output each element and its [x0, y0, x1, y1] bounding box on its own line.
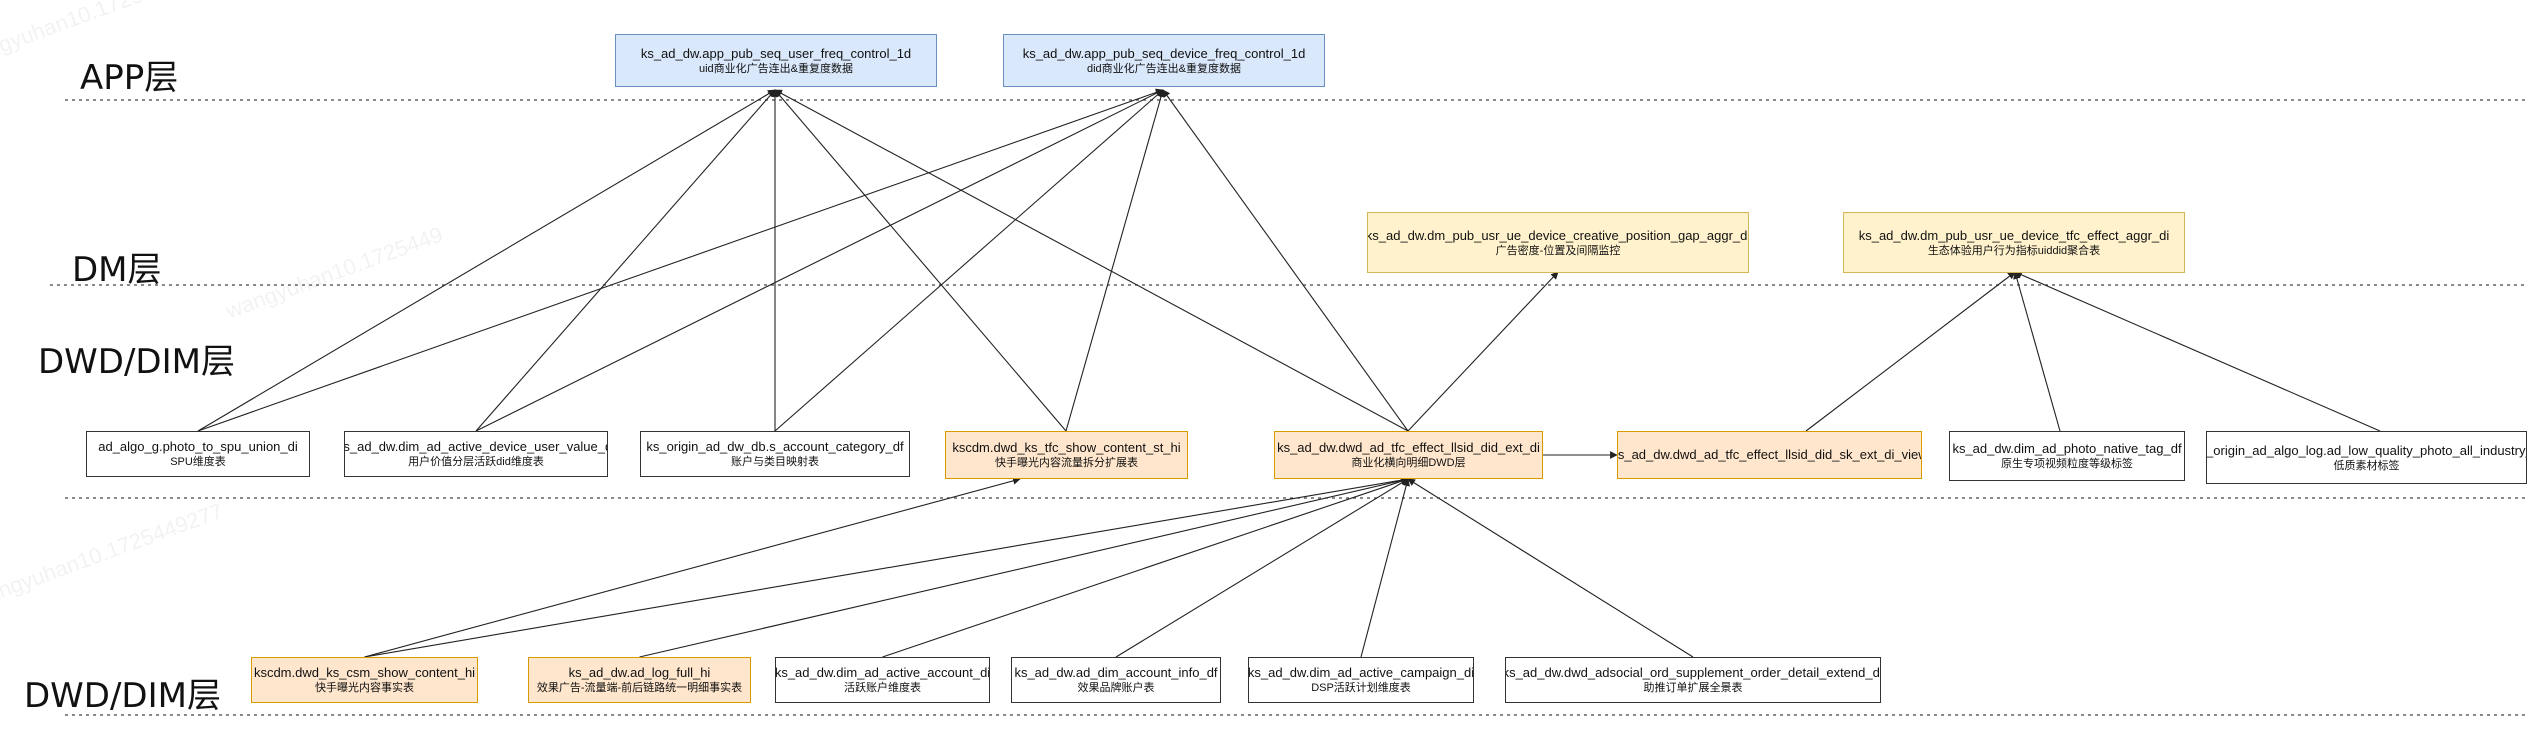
table-name: ks_ad_dw.dim_ad_photo_native_tag_df [1952, 441, 2182, 456]
table-node-m6[interactable]: ks_ad_dw.dwd_ad_tfc_effect_llsid_did_sk_… [1617, 431, 1922, 479]
layer-label-dwd-dim: DWD/DIM层 [38, 342, 235, 382]
table-node-dm2[interactable]: ks_ad_dw.dm_pub_usr_ue_device_tfc_effect… [1843, 212, 2185, 273]
table-node-b4[interactable]: ks_ad_dw.ad_dim_account_info_df 效果品牌账户表 [1011, 657, 1221, 703]
table-description: 账户与类目映射表 [731, 456, 819, 468]
table-name: ks_ad_dw.dwd_ad_tfc_effect_llsid_did_ext… [1277, 440, 1540, 455]
table-description: 生态体验用户行为指标uiddid聚合表 [1927, 244, 2101, 257]
edge-m8-to-dm2 [2014, 271, 2381, 432]
table-node-dm1[interactable]: ks_ad_dw.dm_pub_usr_ue_device_creative_p… [1367, 212, 1749, 273]
table-node-b2[interactable]: ks_ad_dw.ad_log_full_hi 效果广告-流量端-前后链路统一明细… [528, 657, 751, 703]
table-description: 快手曝光内容流量拆分扩展表 [995, 457, 1138, 469]
table-node-b3[interactable]: ks_ad_dw.dim_ad_active_account_di 活跃账户维度表 [775, 657, 990, 703]
edge-m1-to-app1 [197, 89, 776, 432]
table-name: ks_ad_dw.app_pub_seq_device_freq_control… [1022, 45, 1306, 61]
edge-b1-to-m4 [364, 477, 1021, 658]
layer-label-dwd-dim-base: DWD/DIM层 [24, 676, 221, 716]
table-name: ks_ad_dw.dwd_ad_tfc_effect_llsid_did_sk_… [1617, 447, 1922, 462]
table-name: ks_ad_dw.dim_ad_active_device_user_value… [344, 439, 608, 454]
layer-label-app: APP层 [80, 58, 179, 98]
edge-m7-to-dm2 [2013, 271, 2061, 432]
edge-m4-to-app2 [1065, 89, 1165, 432]
table-description: 活跃账户维度表 [844, 682, 921, 694]
table-description: 效果广告-流量端-前后链路统一明细事实表 [536, 682, 743, 694]
table-node-b1[interactable]: kscdm.dwd_ks_csm_show_content_hi 快手曝光内容事实… [251, 657, 478, 703]
table-description: 用户价值分层活跃did维度表 [408, 456, 544, 468]
table-name: ks_origin_ad_algo_log.ad_low_quality_pho… [2206, 442, 2527, 458]
table-node-m3[interactable]: ks_origin_ad_dw_db.s_account_category_df… [640, 431, 910, 477]
edge-m2-to-app2 [475, 89, 1164, 432]
table-name: ks_ad_dw.dim_ad_active_account_di [775, 665, 990, 680]
edge-m1-to-app2 [197, 88, 1164, 432]
edge-m5-to-app2 [1162, 89, 1409, 432]
table-name: kscdm.dwd_ks_tfc_show_content_st_hi [952, 440, 1181, 455]
table-description: 低质素材标签 [2333, 459, 2400, 472]
table-name: ks_ad_dw.dm_pub_usr_ue_device_creative_p… [1367, 227, 1749, 243]
edge-m5-to-dm1 [1407, 271, 1559, 432]
table-name: ks_ad_dw.dwd_adsocial_ord_supplement_ord… [1505, 665, 1881, 680]
table-description: 原生专项视频粒度等级标签 [2001, 458, 2133, 470]
table-description: 商业化横向明细DWD层 [1351, 457, 1466, 469]
table-description: DSP活跃计划维度表 [1311, 682, 1411, 694]
table-name: ad_algo_g.photo_to_spu_union_di [98, 439, 298, 454]
edge-m6-to-dm2 [1805, 271, 2016, 432]
table-description: did商业化广告连出&重复度数据 [1086, 62, 1241, 75]
table-name: kscdm.dwd_ks_csm_show_content_hi [253, 665, 476, 680]
edge-b5-to-m5 [1360, 478, 1410, 658]
table-name: ks_ad_dw.ad_log_full_hi [568, 665, 711, 680]
table-description: 效果品牌账户表 [1077, 682, 1155, 694]
table-description: SPU维度表 [170, 456, 226, 468]
table-node-app2[interactable]: ks_ad_dw.app_pub_seq_device_freq_control… [1003, 34, 1325, 87]
edge-m5-to-app1 [774, 89, 1409, 432]
table-node-m7[interactable]: ks_ad_dw.dim_ad_photo_native_tag_df 原生专项视… [1949, 431, 2185, 481]
table-node-m5[interactable]: ks_ad_dw.dwd_ad_tfc_effect_llsid_did_ext… [1274, 431, 1543, 479]
edge-b2-to-m5 [639, 476, 1409, 658]
table-name: ks_ad_dw.dim_ad_active_campaign_di [1248, 665, 1474, 680]
table-description: 快手曝光内容事实表 [315, 682, 414, 694]
edge-b3-to-m5 [882, 477, 1409, 658]
table-name: ks_ad_dw.dm_pub_usr_ue_device_tfc_effect… [1858, 227, 2170, 243]
table-node-m8[interactable]: ks_origin_ad_algo_log.ad_low_quality_pho… [2206, 431, 2527, 484]
layer-label-dm: DM层 [72, 250, 162, 290]
table-name: ks_origin_ad_dw_db.s_account_category_df [646, 439, 904, 454]
table-node-b6[interactable]: ks_ad_dw.dwd_adsocial_ord_supplement_ord… [1505, 657, 1881, 703]
table-description: 广告密度-位置及间隔监控 [1495, 244, 1621, 257]
edge-b6-to-m5 [1407, 478, 1694, 658]
table-node-m2[interactable]: ks_ad_dw.dim_ad_active_device_user_value… [344, 431, 608, 477]
table-name: ks_ad_dw.ad_dim_account_info_df [1014, 665, 1218, 680]
edge-b1-to-m5 [364, 476, 1409, 658]
table-description: uid商业化广告连出&重复度数据 [698, 62, 853, 75]
table-description: 助推订单扩展全景表 [1643, 682, 1743, 694]
table-node-m4[interactable]: kscdm.dwd_ks_tfc_show_content_st_hi 快手曝光内… [945, 431, 1188, 479]
edge-m4-to-app1 [774, 89, 1067, 432]
table-node-app1[interactable]: ks_ad_dw.app_pub_seq_user_freq_control_1… [615, 34, 937, 87]
edge-m3-to-app2 [774, 89, 1164, 432]
edge-b4-to-m5 [1115, 478, 1409, 658]
table-name: ks_ad_dw.app_pub_seq_user_freq_control_1… [640, 45, 912, 61]
edge-m2-to-app1 [475, 89, 776, 432]
